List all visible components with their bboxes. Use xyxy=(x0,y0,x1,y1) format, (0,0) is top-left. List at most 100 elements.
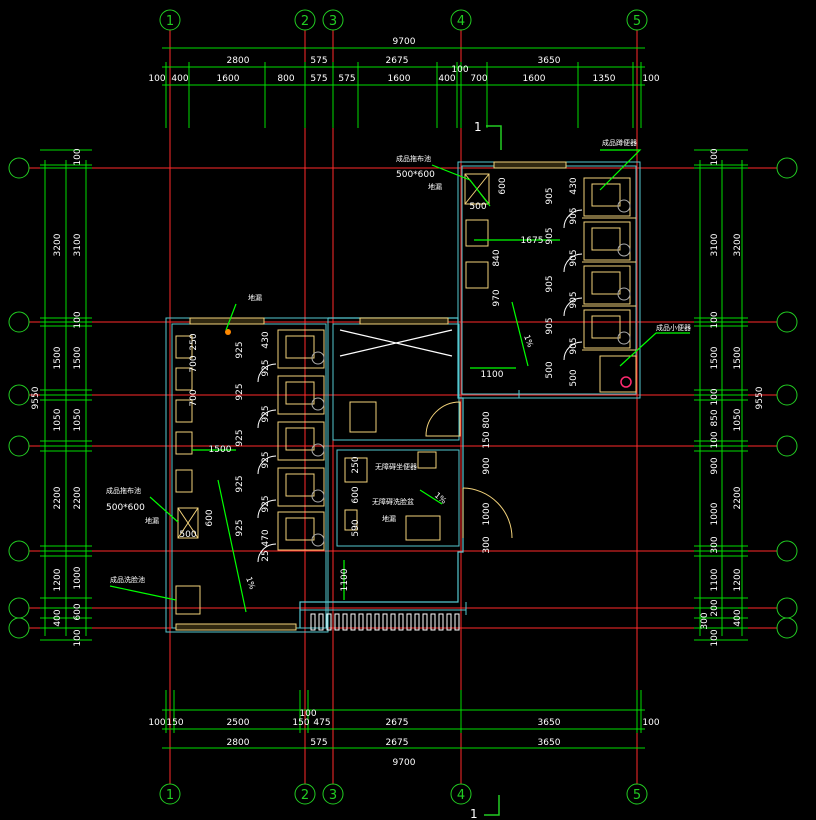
dim-text: 400 xyxy=(53,609,63,626)
dim-text: 905 xyxy=(569,249,579,266)
dim-text: 925 xyxy=(235,519,245,536)
squat-toilet-right xyxy=(583,221,631,261)
dim-text: 3650 xyxy=(538,738,561,748)
axis-grid-lines xyxy=(29,30,777,784)
ramp-step xyxy=(406,613,412,631)
dim-text: 600 xyxy=(73,603,83,620)
window-left-top xyxy=(189,317,265,325)
axis-bubble-left xyxy=(8,157,30,179)
dim-text: 470 xyxy=(261,529,271,546)
dim-text: 1100 xyxy=(481,370,504,380)
axis-bubble-right xyxy=(776,597,798,619)
section-mark-bottom: 1 xyxy=(470,807,478,820)
dim-total: 9550 xyxy=(31,386,41,409)
leader-mop-sink-right xyxy=(431,164,491,207)
squat-toilet-left xyxy=(277,329,325,369)
axis-label: 1 xyxy=(166,788,174,803)
door-swing xyxy=(425,401,461,437)
ramp-step xyxy=(454,613,460,631)
dim-text: 430 xyxy=(569,177,579,194)
dim-text: 1050 xyxy=(53,408,63,431)
dim-text: 590 xyxy=(351,519,361,536)
acc-room-fixture xyxy=(405,515,441,541)
dim-text: 100 xyxy=(710,431,720,448)
label-acc-basin: 无障碍洗脸盆 xyxy=(372,497,414,506)
dim-text: 500 xyxy=(469,202,486,212)
dim-text: 300 xyxy=(700,612,710,629)
axis-bubble-left xyxy=(8,435,30,457)
squat-toilet-pan xyxy=(285,427,315,451)
dim-text: 100 xyxy=(73,311,83,328)
label-acc-toilet: 无障碍坐便器 xyxy=(375,462,417,471)
flush-valve xyxy=(311,351,325,365)
dim-text: 475 xyxy=(313,718,330,728)
slope-arrow xyxy=(511,301,529,367)
axis-bubble-right xyxy=(776,540,798,562)
axis-bubble-right xyxy=(776,617,798,639)
stall-door-arc xyxy=(563,297,583,317)
acc-toilet xyxy=(344,457,368,483)
squat-toilet-right xyxy=(583,265,631,305)
label-floor-drain-right: 地漏 xyxy=(428,182,442,191)
wall-storage xyxy=(332,323,460,441)
dim-text: 1200 xyxy=(53,568,63,591)
axis-bubble xyxy=(294,9,316,31)
dim-text: 600 xyxy=(498,177,508,194)
acc-basin xyxy=(344,509,358,531)
axis-bubble-left xyxy=(8,311,30,333)
stall-door-arc xyxy=(257,499,277,519)
window-left-bottom xyxy=(175,623,297,631)
dim-text: 575 xyxy=(310,56,327,66)
dim-text: 2200 xyxy=(53,486,63,509)
dim-text: 500 xyxy=(569,369,579,386)
dim-text: 2200 xyxy=(73,486,83,509)
ramp-step xyxy=(366,613,372,631)
ramp-step xyxy=(350,613,356,631)
storage-cross xyxy=(339,329,453,357)
dim-text: 2800 xyxy=(227,738,250,748)
wall-middle xyxy=(299,317,464,628)
dim-text: 1050 xyxy=(73,408,83,431)
label-mop-sink-right: 成品拖布池 xyxy=(396,154,431,163)
urinal-left xyxy=(175,431,193,455)
leader-lines xyxy=(109,149,690,613)
squat-toilet-pan xyxy=(285,473,315,497)
axis-bubble-right xyxy=(776,384,798,406)
squat-toilet-pan xyxy=(591,183,621,207)
dim-text: 250 xyxy=(189,333,199,350)
dim-text: 1600 xyxy=(523,74,546,84)
axis-bubble xyxy=(450,783,472,805)
door-swing xyxy=(462,487,513,539)
dim-total: 9550 xyxy=(755,386,765,409)
ramp-step xyxy=(438,613,444,631)
dim-text: 925 xyxy=(261,405,271,422)
dim-text: 3200 xyxy=(733,233,743,256)
leader-floor-drain xyxy=(225,303,237,331)
dim-text: 925 xyxy=(235,383,245,400)
flush-valve xyxy=(617,199,631,213)
stall-door-arc xyxy=(257,409,277,429)
wall-accessible-room xyxy=(336,449,460,547)
dim-text: 2675 xyxy=(386,718,409,728)
fixture-labels: 成品拖布池 500*600 地漏 成品蹲便器 成品小便器 地漏 成品拖布池 50… xyxy=(106,138,691,591)
axis-bubbles-top: 1 2 3 4 5 xyxy=(159,9,648,31)
dim-text: 700 xyxy=(470,74,487,84)
dim-text: 300 xyxy=(482,536,492,553)
dim-text: 200 xyxy=(710,599,720,616)
section-mark-line xyxy=(484,795,500,816)
slope-arrow xyxy=(419,489,443,505)
urinal-left xyxy=(175,367,193,391)
dim-text: 1000 xyxy=(482,502,492,525)
dim-text: 100 xyxy=(642,74,659,84)
dim-text: 850 xyxy=(710,409,720,426)
dim-text: 905 xyxy=(569,207,579,224)
dim-text: 100 xyxy=(710,629,720,646)
dim-text: 1050 xyxy=(733,408,743,431)
axis-bubble-left xyxy=(8,617,30,639)
axis-label: 5 xyxy=(633,14,641,29)
axis-bubble xyxy=(294,783,316,805)
ramp-step xyxy=(422,613,428,631)
leader-sink-left xyxy=(109,585,177,601)
dim-text: 1600 xyxy=(217,74,240,84)
